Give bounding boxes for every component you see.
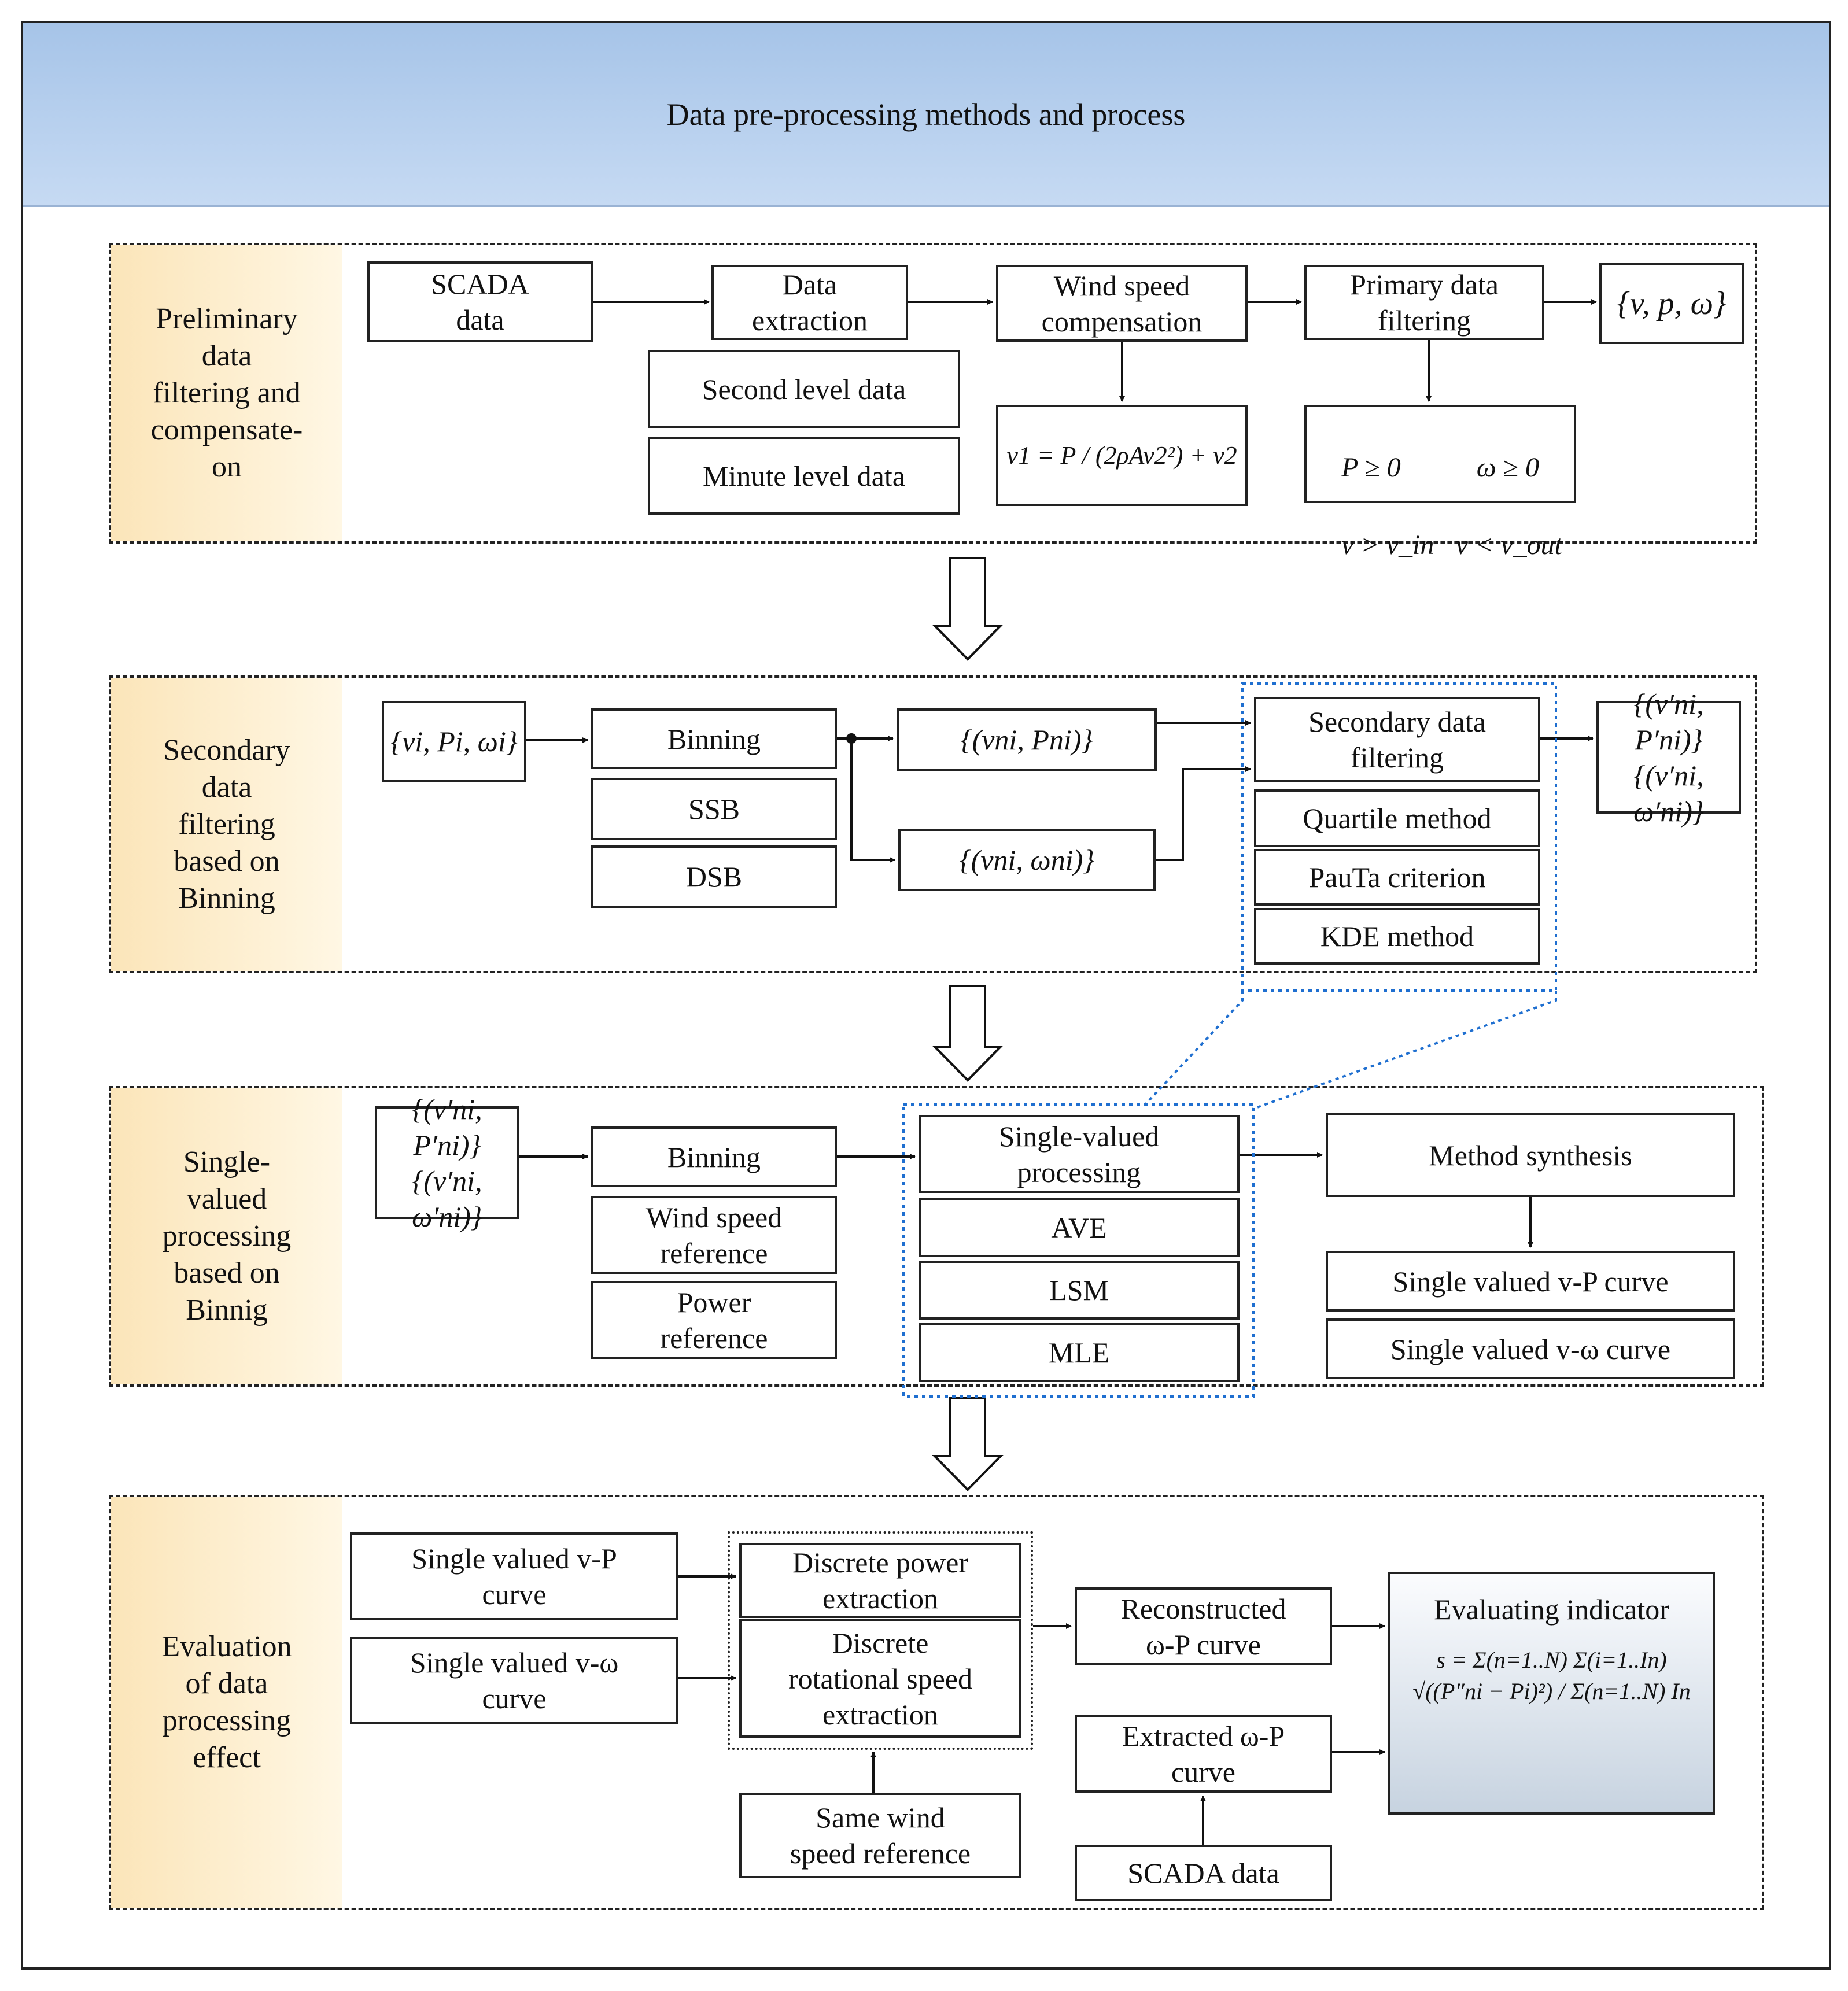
discrete-rotational-speed-box: Discrete rotational speed extraction bbox=[739, 1619, 1021, 1738]
same-wind-speed-reference-box: Same wind speed reference bbox=[739, 1793, 1021, 1878]
dsb-box: DSB bbox=[591, 845, 837, 908]
ssb-box: SSB bbox=[591, 778, 837, 840]
reconstructed-curve-box: Reconstructed ω-P curve bbox=[1075, 1587, 1332, 1665]
section-secondary-filtering: Secondary data filtering based on Binnin… bbox=[109, 675, 1757, 973]
outer-frame bbox=[21, 21, 1831, 1970]
block-arrow-1-2 bbox=[932, 557, 1004, 661]
block-arrow-3-4 bbox=[932, 1397, 1004, 1491]
single-valued-vw-curve-box: Single valued v-ω curve bbox=[1326, 1318, 1735, 1379]
wind-speed-compensation-box: Wind speed compensation bbox=[996, 265, 1248, 342]
branch-dot bbox=[846, 733, 857, 744]
single-valued-input-box: {(v′ni, P′ni)} {(v′ni, ω′ni)} bbox=[375, 1093, 519, 1233]
input-set-box: {vi, Pi, ωi} bbox=[382, 701, 526, 782]
filtered-output-box: {(v′ni, P′ni)} {(v′ni, ω′ni)} bbox=[1596, 688, 1741, 828]
binning-box: Binning bbox=[591, 708, 837, 769]
discrete-power-extraction-box: Discrete power extraction bbox=[739, 1543, 1021, 1618]
secondary-data-filtering-box: Secondary data filtering bbox=[1254, 697, 1540, 782]
condition-p: P ≥ 0 bbox=[1341, 452, 1401, 483]
single-valued-processing-box: Single-valued processing bbox=[919, 1115, 1240, 1193]
condition-vin: v > v_in bbox=[1341, 530, 1434, 560]
page-title: Data pre-processing methods and process bbox=[666, 97, 1186, 132]
second-level-data-box: Second level data bbox=[648, 350, 960, 428]
section-label: Evaluation of data processing effect bbox=[161, 1630, 292, 1774]
power-reference-box: Power reference bbox=[591, 1281, 837, 1359]
arrow-binning-to-vw bbox=[850, 738, 895, 863]
block-arrow-2-3 bbox=[932, 985, 1004, 1082]
scada-data-box: SCADA data bbox=[1075, 1845, 1332, 1901]
method-synthesis-box: Method synthesis bbox=[1326, 1113, 1735, 1197]
section-label: Secondary data filtering based on Binnin… bbox=[163, 733, 290, 915]
section-label-box: Evaluation of data processing effect bbox=[111, 1497, 342, 1908]
wind-speed-reference-box: Wind speed reference bbox=[591, 1196, 837, 1274]
extracted-curve-box: Extracted ω-P curve bbox=[1075, 1715, 1332, 1793]
section-label: Single- valued processing based on Binni… bbox=[162, 1146, 292, 1327]
condition-vout: v < v_out bbox=[1455, 530, 1562, 560]
scada-data-box: SCADA data bbox=[367, 261, 593, 342]
minute-level-data-box: Minute level data bbox=[648, 437, 960, 515]
filtered-vp: {(v′ni, P′ni)} bbox=[1633, 687, 1704, 756]
section-label-box: Secondary data filtering based on Binnin… bbox=[111, 678, 342, 971]
section-label: Preliminary data filtering and compensat… bbox=[150, 302, 303, 483]
section-evaluation: Evaluation of data processing effect bbox=[109, 1495, 1764, 1910]
single-valued-vp-curve-box: Single valued v-P curve bbox=[350, 1532, 678, 1620]
primary-data-filtering-box: Primary data filtering bbox=[1304, 265, 1544, 340]
single-valued-vw-curve-box: Single valued v-ω curve bbox=[350, 1637, 678, 1724]
v-omega-pair-box: {(vni, ωni)} bbox=[898, 829, 1156, 891]
single-valued-vp-curve-box: Single valued v-P curve bbox=[1326, 1251, 1735, 1312]
filtered-vw: {(v′ni, ω′ni)} bbox=[1633, 759, 1704, 828]
condition-omega: ω ≥ 0 bbox=[1476, 452, 1539, 483]
section-preliminary-filtering: Preliminary data filtering and compensat… bbox=[109, 243, 1757, 544]
v-p-pair-box: {(vni, Pni)} bbox=[897, 708, 1157, 771]
evaluating-indicator-box: Evaluating indicator s = Σ(n=1..N) Σ(i=1… bbox=[1388, 1572, 1715, 1815]
indicator-formula: s = Σ(n=1..N) Σ(i=1..In) √((P″ni − Pi)²)… bbox=[1412, 1647, 1691, 1704]
indicator-title: Evaluating indicator bbox=[1434, 1593, 1669, 1626]
input-vw: {(v′ni, ω′ni)} bbox=[412, 1164, 482, 1233]
data-extraction-box: Data extraction bbox=[711, 265, 908, 340]
kde-highlight-rect bbox=[1241, 682, 1557, 992]
binning-box: Binning bbox=[591, 1126, 837, 1187]
output-set-box: {v, p, ω} bbox=[1599, 263, 1744, 344]
kde-method-box: KDE method bbox=[1254, 908, 1540, 965]
section-label-box: Single- valued processing based on Binni… bbox=[111, 1088, 342, 1384]
section-label-box: Preliminary data filtering and compensat… bbox=[111, 245, 342, 541]
input-vp: {(v′ni, P′ni)} bbox=[412, 1092, 482, 1161]
mle-box: MLE bbox=[919, 1323, 1240, 1382]
quartile-method-box: Quartile method bbox=[1254, 789, 1540, 847]
highlight-link-left bbox=[1144, 991, 1244, 1106]
highlight-link-right bbox=[1252, 991, 1557, 1110]
primary-conditions-box: P ≥ 0 ω ≥ 0 v > v_in v < v_out bbox=[1304, 405, 1576, 560]
compensation-formula-box: v1 = P / (2ρAv2²) + v2 bbox=[996, 405, 1248, 506]
pauta-criterion-box: PauTa criterion bbox=[1254, 849, 1540, 906]
section-single-valued-processing: Single- valued processing based on Binni… bbox=[109, 1086, 1764, 1387]
page-title-banner: Data pre-processing methods and process bbox=[23, 23, 1829, 207]
lsm-box: LSM bbox=[919, 1261, 1240, 1320]
single-valued-highlight-rect bbox=[902, 1103, 1255, 1398]
arrow-vw-to-secondary bbox=[1156, 766, 1251, 861]
ave-box: AVE bbox=[919, 1198, 1240, 1257]
